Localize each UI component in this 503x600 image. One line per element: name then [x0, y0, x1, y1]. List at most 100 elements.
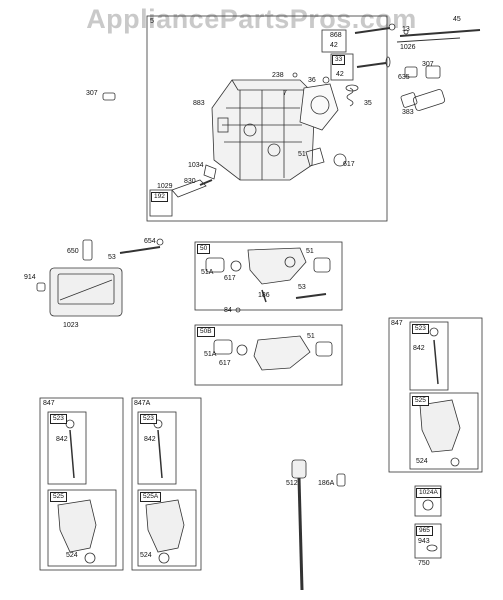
label-965: 965 [416, 526, 433, 536]
part-1024A-box [414, 485, 442, 517]
label-512: 512 [286, 480, 298, 487]
label-617-50: 617 [224, 275, 236, 282]
watermark: AppliancePartsPros.com [86, 4, 417, 34]
stud-53-left [119, 246, 161, 254]
valve-exhaust [356, 56, 391, 68]
gasket-51a-50B [213, 339, 233, 355]
label-1024A: 1024A [416, 488, 441, 498]
valve-cover-1023 [49, 267, 123, 317]
part-965-box [414, 523, 442, 559]
label-51-50B: 51 [307, 333, 315, 340]
gasket-51a-50 [205, 257, 225, 273]
dipstick-842a [65, 419, 75, 479]
label-51A-50: 51A [201, 269, 214, 276]
intake-manifold-50B [253, 335, 311, 371]
push-rod-45 [399, 29, 481, 37]
label-635: 635 [398, 74, 410, 81]
tappet-635 [404, 66, 418, 78]
sub-box-192 [149, 189, 173, 217]
label-523r: 523 [412, 324, 429, 334]
label-50: 50 [197, 244, 211, 254]
bolt-186A [336, 473, 346, 487]
label-45: 45 [453, 16, 461, 23]
rocker-1026 [396, 37, 461, 43]
sub-box-523a [47, 411, 87, 485]
label-13: 13 [402, 26, 410, 33]
part-943 [426, 544, 438, 552]
label-307-left: 307 [86, 90, 98, 97]
breather-1034 [203, 164, 217, 180]
label-7: 7 [283, 90, 287, 97]
label-35: 35 [364, 100, 372, 107]
intake-50B-box [194, 324, 343, 386]
label-750: 750 [418, 560, 430, 567]
label-883: 883 [193, 100, 205, 107]
tappet-383 [400, 89, 446, 111]
nut-84 [235, 307, 241, 313]
label-53-left: 53 [108, 254, 116, 261]
label-524a: 524 [66, 552, 78, 559]
label-842b: 842 [144, 436, 156, 443]
dipstick-847A-box [131, 397, 202, 571]
label-523a: 523 [50, 414, 67, 424]
label-238: 238 [272, 72, 284, 79]
label-650: 650 [67, 248, 79, 255]
valve-intake [354, 23, 396, 34]
label-654: 654 [144, 238, 156, 245]
cylinder-head-group-box [146, 15, 388, 222]
label-186A: 186A [318, 480, 335, 487]
label-842r: 842 [413, 345, 425, 352]
screw-914 [36, 282, 46, 292]
valve-spring-35 [345, 84, 359, 107]
dipstick-tube-525a [57, 499, 97, 553]
plate-1029 [171, 179, 207, 198]
label-525A: 525A [140, 492, 162, 502]
label-42a: 42 [330, 42, 338, 49]
dipstick-847-box [39, 397, 124, 571]
nut-654 [156, 238, 164, 246]
label-42b: 42 [336, 71, 344, 78]
label-192: 192 [151, 192, 168, 202]
bolt-186 [261, 289, 267, 303]
fuel-filter-650 [82, 239, 93, 261]
label-523b: 523 [140, 414, 157, 424]
stud-53-50 [295, 293, 327, 299]
label-33: 33 [332, 55, 346, 65]
sub-box-525r [409, 392, 479, 470]
screw-307-left [102, 92, 116, 101]
label-842a: 842 [56, 436, 68, 443]
label-943: 943 [418, 538, 430, 545]
label-5: 5 [150, 18, 154, 25]
gasket-51-head [305, 147, 325, 167]
label-847a: 847 [43, 400, 55, 407]
part-1024A [422, 499, 434, 511]
label-617-50B: 617 [219, 360, 231, 367]
seal-617-50B [236, 344, 248, 356]
label-186: 186 [258, 292, 270, 299]
label-525a: 525 [50, 492, 67, 502]
head-gasket [299, 83, 339, 131]
dipstick-tube-512 [291, 459, 307, 591]
key-13 [403, 29, 409, 35]
dipstick-tube-525A [145, 499, 185, 553]
part-238 [292, 72, 298, 78]
label-84: 84 [224, 307, 232, 314]
label-617-head: 617 [343, 161, 355, 168]
label-36: 36 [308, 77, 316, 84]
spark-plug-307 [425, 65, 441, 79]
bolt-830 [199, 179, 213, 186]
intake-manifold-50 [247, 247, 307, 285]
label-1023: 1023 [63, 322, 79, 329]
sub-box-525A [137, 489, 197, 567]
sub-box-523r [409, 321, 449, 391]
seal-617-head [333, 153, 347, 167]
label-914: 914 [24, 274, 36, 281]
dipstick-tube-525r [419, 399, 461, 453]
label-307-top: 307 [422, 61, 434, 68]
label-847A: 847A [134, 400, 151, 407]
label-51A-50B: 51A [204, 351, 217, 358]
cylinder-head-casting [211, 79, 316, 181]
sub-box-525a [47, 489, 117, 567]
label-524b: 524 [140, 552, 152, 559]
